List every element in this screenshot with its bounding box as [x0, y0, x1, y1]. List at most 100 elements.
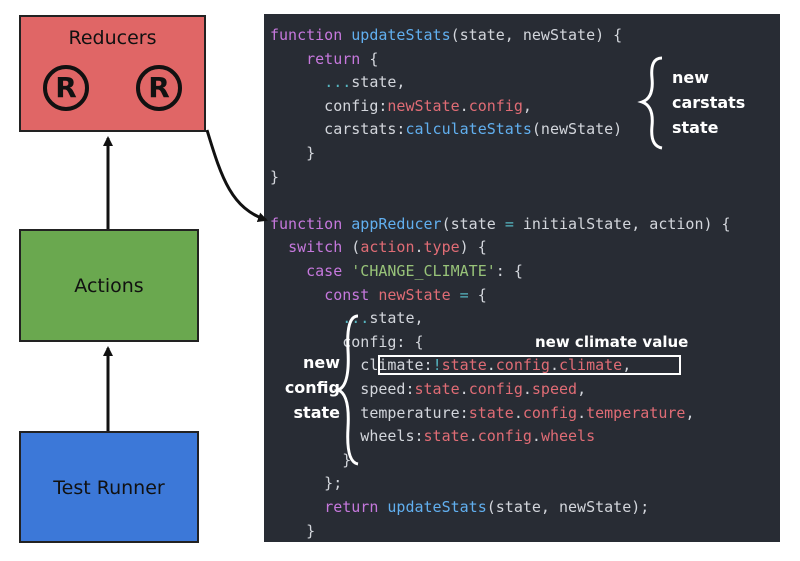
note-line: carstats	[672, 93, 746, 112]
code-token: function	[270, 214, 352, 233]
code-token: };	[270, 474, 343, 493]
code-line: }	[270, 144, 315, 163]
code-token: case	[306, 262, 343, 280]
new-carstats-state-note: new carstats state	[672, 65, 745, 140]
new-climate-value-note: new climate value	[535, 333, 689, 351]
code-token: ) {	[459, 238, 487, 257]
code-token: }	[270, 450, 352, 469]
code-token: : {	[495, 262, 523, 280]
actions-label: Actions	[74, 275, 144, 297]
note-line: new	[302, 353, 340, 372]
code-token: config	[477, 427, 532, 446]
code-token: updateStats	[387, 498, 487, 516]
registered-icon: R	[136, 65, 182, 111]
code-token: return	[306, 49, 361, 68]
note-line: state	[293, 403, 340, 422]
code-line: carstats:calculateStats(newState)	[270, 120, 622, 139]
curly-brace-carstats	[637, 56, 663, 150]
code-token: }	[270, 167, 280, 186]
code-token: temperature:	[270, 403, 469, 422]
code-line: wheels:state.config.wheels	[270, 427, 595, 446]
code-token: carstats:	[270, 120, 406, 139]
code-line: }	[270, 451, 351, 470]
code-token: .	[459, 96, 469, 115]
code-token: ...	[324, 73, 352, 92]
code-token: ,	[522, 96, 532, 115]
code-line: }	[270, 168, 279, 187]
code-token: climate	[559, 356, 623, 375]
code-token: ,	[685, 403, 695, 422]
code-token: .	[577, 403, 587, 422]
curly-brace-config	[333, 314, 359, 466]
code-token: state	[414, 380, 460, 398]
test-runner-label: Test Runner	[53, 477, 165, 499]
code-token: state	[441, 356, 487, 375]
code-token: state	[423, 427, 469, 446]
code-line: case 'CHANGE_CLIMATE': {	[270, 262, 523, 281]
reducers-box: Reducers R R	[19, 15, 206, 132]
code-line: const newState = {	[270, 286, 487, 305]
code-line: return updateStats(state, newState);	[270, 498, 649, 517]
code-token: (state, newState);	[486, 498, 650, 516]
test-runner-box: Test Runner	[19, 431, 199, 543]
code-token: newState	[387, 96, 460, 115]
code-token: config	[468, 380, 523, 398]
code-token: const	[324, 285, 370, 304]
code-line: config:newState.config,	[270, 97, 532, 116]
code-token: }	[270, 144, 316, 162]
code-token: .	[513, 403, 523, 422]
note-line: config	[284, 378, 340, 397]
code-token: state	[468, 403, 514, 422]
code-line: climate:!state.config.climate,	[270, 356, 631, 375]
code-token: newState	[378, 285, 451, 304]
code-token: .	[486, 356, 496, 375]
code-line: config: {	[270, 332, 424, 352]
code-line: };	[270, 474, 342, 493]
code-token: ,	[622, 356, 632, 375]
code-line: temperature:state.config.temperature,	[270, 404, 694, 423]
code-token: function	[270, 26, 352, 44]
registered-icon: R	[43, 65, 89, 111]
code-token: (state	[441, 214, 505, 233]
code-token: initialState, action) {	[513, 214, 731, 233]
code-token: config	[522, 403, 578, 422]
code-token: speed	[531, 380, 578, 398]
code-token: =	[504, 214, 514, 233]
code-line: function updateStats(state, newState) {	[270, 26, 622, 45]
code-token: config: {	[270, 332, 424, 351]
note-line: new	[672, 68, 710, 87]
code-token: return	[324, 498, 379, 516]
note-line: state	[672, 118, 719, 137]
code-token: {	[360, 49, 379, 68]
code-token: appReducer	[351, 214, 442, 233]
code-token: =	[459, 285, 469, 304]
code-token: .	[531, 427, 541, 446]
code-token: wheels	[540, 427, 596, 446]
code-token: 'CHANGE_CLIMATE'	[351, 262, 496, 280]
code-token: type	[423, 238, 460, 257]
code-token: config	[468, 96, 523, 115]
code-token: state,	[351, 73, 406, 92]
code-line: switch (action.type) {	[270, 238, 487, 257]
code-line: function appReducer(state = initialState…	[270, 215, 731, 234]
code-token: action	[360, 238, 415, 257]
code-token: ,	[577, 380, 587, 398]
code-token: (state, newState) {	[450, 26, 623, 44]
code-token: .	[414, 238, 424, 257]
actions-box: Actions	[19, 229, 199, 342]
code-token: updateStats	[351, 26, 451, 44]
arrow-reducers-to-code	[205, 129, 268, 223]
code-token: !	[432, 356, 442, 375]
code-token: .	[522, 380, 532, 398]
code-token: .	[468, 427, 478, 446]
code-token: (	[342, 238, 361, 257]
code-token: temperature	[586, 403, 686, 422]
code-token: config:	[270, 96, 388, 115]
code-token: .	[549, 356, 559, 375]
new-config-state-note: new config state	[278, 350, 340, 425]
code-line: return {	[270, 50, 378, 69]
code-token: switch	[288, 238, 343, 257]
climate-highlight-box	[378, 355, 681, 375]
code-token: speed:	[270, 380, 415, 398]
